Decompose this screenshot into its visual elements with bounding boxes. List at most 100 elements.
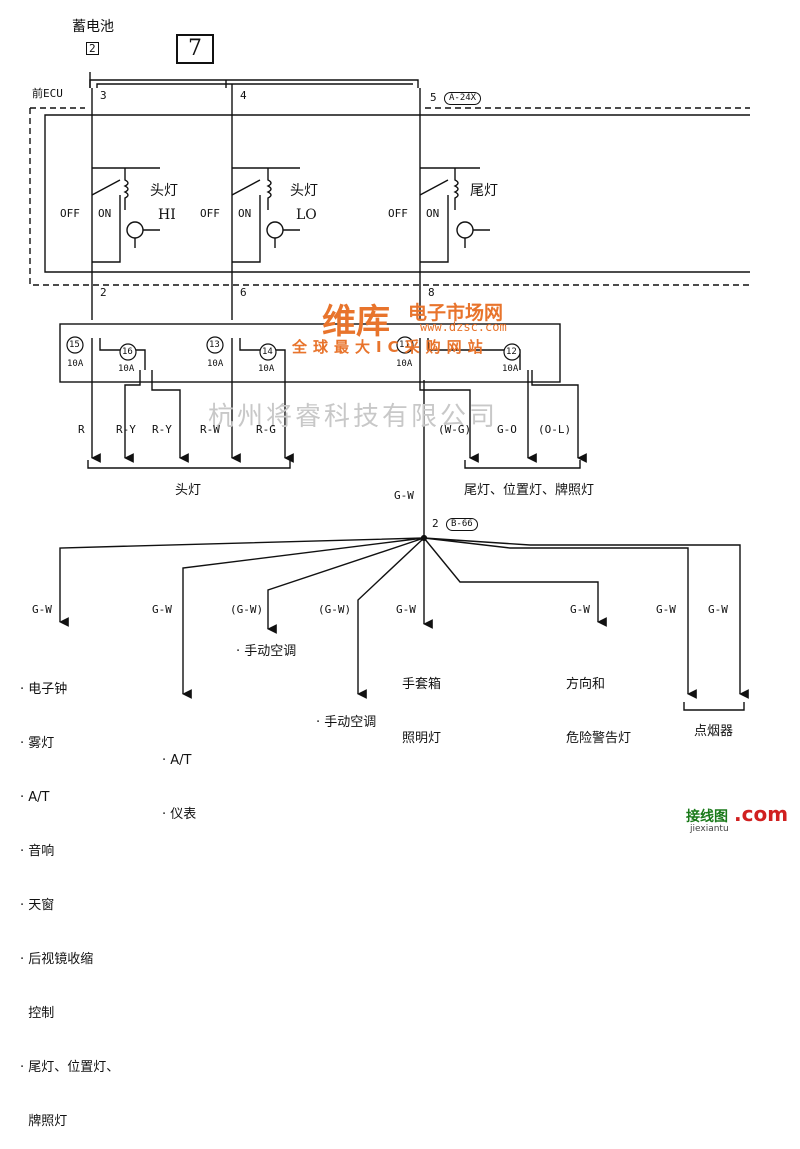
fuse-11-rating: 10A: [396, 359, 413, 369]
ecu-pin-4: 4: [240, 89, 247, 102]
footer-logo-sub: jiexiantu: [690, 824, 729, 834]
trunk-wire-label: G-W: [394, 489, 414, 502]
tail-brace: [464, 460, 581, 469]
fuse-14-rating: 10A: [258, 364, 275, 374]
branch-label-6: G-W: [570, 603, 590, 616]
cigar-brace: [683, 702, 745, 711]
fuse-15-id: 15: [69, 340, 80, 350]
fuse-16-rating: 10A: [118, 364, 135, 374]
relay-2-label: 头灯: [290, 183, 318, 199]
load-1-item: 牌照灯: [20, 1114, 68, 1129]
fuse-14-id: 14: [262, 347, 273, 357]
relay-2-sub: LO: [296, 207, 317, 223]
relay-switch-1: [91, 179, 121, 263]
fuse-15-rating: 10A: [67, 359, 84, 369]
load-1-item: 控制: [20, 1006, 55, 1021]
wire-label-rw: R-W: [200, 423, 220, 436]
fuse-12-rating: 10A: [502, 364, 519, 374]
wiring-diagram: [29, 72, 750, 711]
page-number: 7: [176, 34, 214, 64]
watermark-brand-sub: 电子市场网: [408, 302, 504, 324]
fuse-box: [59, 323, 561, 383]
load-1-item: · 雾灯: [20, 736, 55, 751]
junction-dot: [420, 534, 428, 542]
fuse-13-rating: 10A: [207, 359, 224, 369]
wire-label-ry-1: R-Y: [116, 423, 136, 436]
load-1-item: · A/T: [20, 790, 50, 805]
load-hazard: 方向和 危险警告灯: [566, 640, 631, 766]
ecu-out-pin-6: 6: [240, 286, 247, 299]
footer-logo-domain: .com: [734, 802, 789, 826]
load-1-item: · 天窗: [20, 898, 55, 913]
fuse-16-id: 16: [122, 347, 133, 357]
watermark-brand: 维库: [322, 302, 390, 342]
relay-coil-3: [453, 168, 459, 210]
wire-label-rg: R-G: [256, 423, 276, 436]
ecu-pin-3: 3: [100, 89, 107, 102]
fuse-14-circle: [259, 343, 277, 361]
wire-label-ol: (O-L): [538, 423, 572, 436]
load-1-item: · 电子钟: [20, 682, 68, 697]
fuse-11-id: 11: [399, 340, 410, 350]
ecu-pin-5: 5: [430, 91, 437, 104]
watermark-company: 杭州将睿科技有限公司: [208, 402, 499, 432]
junction-pin: 2: [432, 517, 439, 530]
branch-label-4: (G-W): [318, 603, 352, 616]
fuse-16-circle: [119, 343, 137, 361]
fuse-13-circle: [206, 336, 224, 354]
glovebox-line: 照明灯: [402, 731, 442, 746]
fuse-15-circle: [66, 336, 84, 354]
load-cigar-lighter: 点烟器: [694, 724, 734, 739]
load-manual-ac-1: · 手动空调: [236, 644, 297, 659]
fuse-12-id: 12: [506, 347, 517, 357]
ecu-inner-box: [44, 114, 750, 273]
load-2-item: · A/T: [162, 753, 192, 768]
watermark-url: www.dzsc.com: [420, 320, 507, 334]
watermark-slogan: 全球最大IC采购网站: [292, 338, 489, 356]
relay-2-off: OFF: [200, 207, 220, 220]
top-bus: [89, 79, 419, 88]
hazard-line: 危险警告灯: [566, 731, 632, 746]
fuse-outputs: [91, 370, 579, 455]
hazard-line: 方向和: [566, 677, 606, 692]
wire-label-go: G-O: [497, 423, 517, 436]
relay-1-on: ON: [98, 207, 112, 220]
load-list-2: · A/T · 仪表: [162, 716, 196, 842]
branch-label-2: G-W: [152, 603, 172, 616]
relay-coil-1: [123, 168, 129, 210]
branch-label-8: G-W: [708, 603, 728, 616]
relay-3-on: ON: [426, 207, 440, 220]
headlamp-group-label: 头灯: [175, 483, 202, 498]
load-2-item: · 仪表: [162, 807, 197, 822]
footer-logo-cn: 接线图: [686, 809, 728, 825]
branch-label-7: G-W: [656, 603, 676, 616]
ecu-dashed-border: [29, 107, 750, 286]
relay-3-off: OFF: [388, 207, 408, 220]
transistor-1: [126, 221, 144, 239]
transistor-2: [266, 221, 284, 239]
relay-switch-3: [419, 179, 449, 263]
relay-1-label: 头灯: [150, 183, 178, 199]
relay-3-label: 尾灯: [470, 183, 498, 199]
ecu-out-pin-2: 2: [100, 286, 107, 299]
ecu-out-pin-8: 8: [428, 286, 435, 299]
load-glovebox: 手套箱 照明灯: [402, 640, 441, 766]
branch-label-5: G-W: [396, 603, 416, 616]
fuse-13-id: 13: [209, 340, 220, 350]
relay-switch-2: [231, 179, 261, 263]
load-1-item: · 后视镜收缩: [20, 952, 94, 967]
ecu-label: 前ECU: [32, 87, 63, 100]
battery-label: 蓄电池: [72, 19, 114, 35]
relay-1-sub: HI: [158, 207, 176, 223]
wire-label-wg: (W-G): [438, 423, 472, 436]
branch-label-3: (G-W): [230, 603, 264, 616]
branch-label-1: G-W: [32, 603, 52, 616]
load-1-item: · 音响: [20, 844, 55, 859]
wire-label-r: R: [78, 423, 85, 436]
headlamp-brace: [87, 460, 291, 469]
load-1-item: · 尾灯、位置灯、: [20, 1060, 120, 1075]
ecu-connector: A-24X: [444, 92, 482, 105]
relay-coil-2: [266, 168, 272, 210]
glovebox-line: 手套箱: [402, 677, 442, 692]
relay-2-on: ON: [238, 207, 252, 220]
